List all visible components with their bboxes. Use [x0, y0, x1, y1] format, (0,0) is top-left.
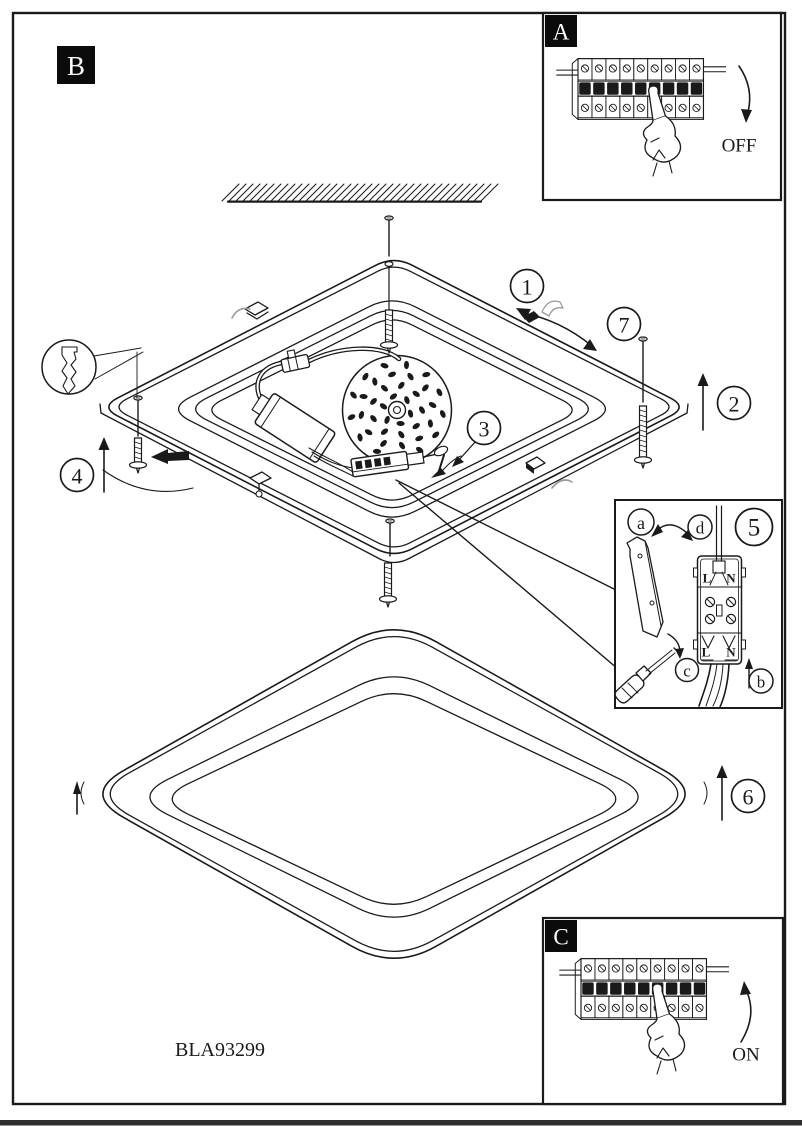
section-b-label: B [67, 51, 85, 81]
section-a-label: A [553, 20, 570, 45]
terminal-bottom-l: L [702, 645, 711, 660]
driver-and-wiring [251, 346, 440, 478]
step-6-number: 6 [743, 785, 754, 810]
step-3-number: 3 [479, 417, 490, 442]
callout-c: c [683, 662, 691, 681]
step-1-number: 1 [522, 275, 533, 300]
step-7-badge: 7 [606, 306, 642, 342]
section-c-label-box [545, 920, 577, 952]
breaker-panel [559, 958, 730, 1020]
breaker-on-text: ON [732, 1045, 760, 1066]
section-c-label: C [553, 925, 568, 950]
screws-and-anchors [102, 215, 653, 608]
step-5-badge: 5 [734, 507, 774, 547]
mounting-plate [99, 259, 689, 564]
inline-connector [280, 349, 311, 373]
led-driver [251, 393, 336, 463]
led-module [341, 354, 453, 466]
breaker-off-text: OFF [722, 136, 757, 157]
step-7-number: 7 [619, 313, 630, 338]
frame-b-border [11, 11, 787, 1106]
ceiling-hatch [221, 183, 499, 203]
callout-a-badge: a [627, 508, 655, 536]
terminal-bottom-n: N [726, 645, 736, 660]
section-b-label-box [57, 46, 95, 84]
step-4-badge: 4 [59, 457, 95, 493]
step-2-badge: 2 [716, 385, 752, 421]
terminal-top-n: N [726, 571, 736, 586]
callout-c-badge: c [674, 657, 700, 683]
section-a-label-box [545, 15, 577, 47]
breaker-panel [556, 58, 727, 120]
pointing-hand [646, 983, 686, 1075]
page-divider [0, 1120, 802, 1126]
callout-b-badge: b [748, 668, 774, 694]
callout-a: a [637, 513, 645, 533]
product-code: BLA93299 [175, 1039, 265, 1061]
step-1-badge: 1 [509, 268, 545, 304]
terminal-top-l: L [703, 571, 712, 586]
mains-connector [350, 450, 440, 478]
step-4-number: 4 [72, 464, 83, 489]
step-3-badge: 3 [466, 410, 502, 446]
step-6-badge: 6 [730, 778, 766, 814]
mounting-clips [231, 300, 573, 498]
step-5-number: 5 [748, 515, 761, 542]
step-arrows [73, 308, 728, 821]
callout-b: b [757, 673, 766, 692]
inset-breaker-off [541, 11, 783, 202]
pointing-hand [642, 85, 682, 177]
callout-d: d [696, 519, 705, 538]
step-2-number: 2 [729, 392, 740, 417]
inset-breaker-on [541, 916, 785, 1106]
diffuser-shade [80, 629, 708, 959]
callout-d-badge: d [687, 514, 713, 540]
connector-leader-lines [395, 479, 619, 670]
wall-anchor-magnifier [41, 339, 144, 399]
